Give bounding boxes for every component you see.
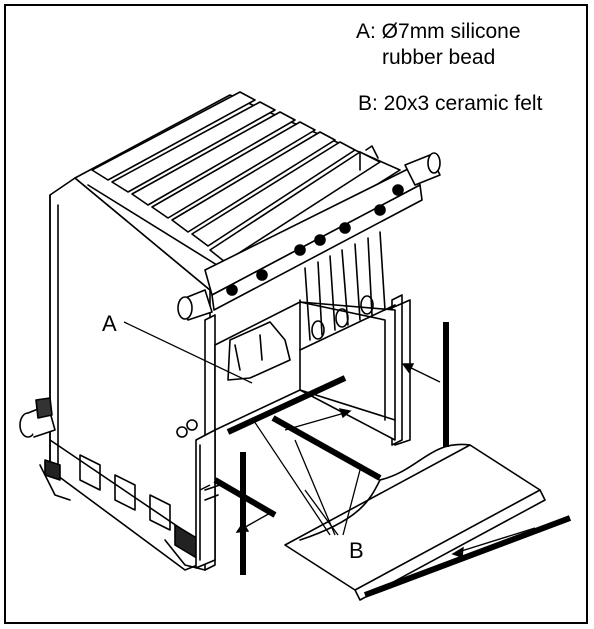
arrow-1 [284, 411, 349, 431]
leader-b-3 [304, 489, 339, 536]
leader-b-1 [251, 417, 331, 536]
left-pipe-stub [19, 397, 56, 438]
assembly-arrows [199, 363, 536, 558]
front-pipe [177, 289, 213, 321]
combustion-chamber [214, 299, 396, 441]
callout-label-b: B [349, 538, 364, 563]
arrow-5 [454, 527, 536, 554]
leader-a [123, 321, 253, 384]
legend-item-a: A: Ø7mm silicone [356, 20, 521, 43]
bottom-tray [284, 443, 546, 601]
front-manifold [204, 167, 423, 311]
callout-label-a: A [102, 311, 117, 336]
leader-b-4 [342, 469, 361, 536]
left-side-panel [39, 177, 211, 571]
internal-fins [299, 231, 396, 351]
finned-top [74, 91, 401, 291]
hardware-details [176, 419, 221, 501]
gasket-strip-2 [271, 415, 382, 481]
right-pipe-stub [404, 152, 441, 186]
legend-item-b: B: 20x3 ceramic felt [358, 92, 543, 115]
leader-b-2 [294, 439, 336, 536]
legend-item-a-continued: rubber bead [382, 46, 496, 69]
leader-lines [123, 321, 361, 536]
gasket-strip-6 [363, 515, 572, 598]
arrow-2 [199, 484, 211, 491]
front-posts [195, 294, 411, 571]
gasket-strip-1 [226, 375, 347, 435]
gasket-strips [213, 322, 572, 598]
